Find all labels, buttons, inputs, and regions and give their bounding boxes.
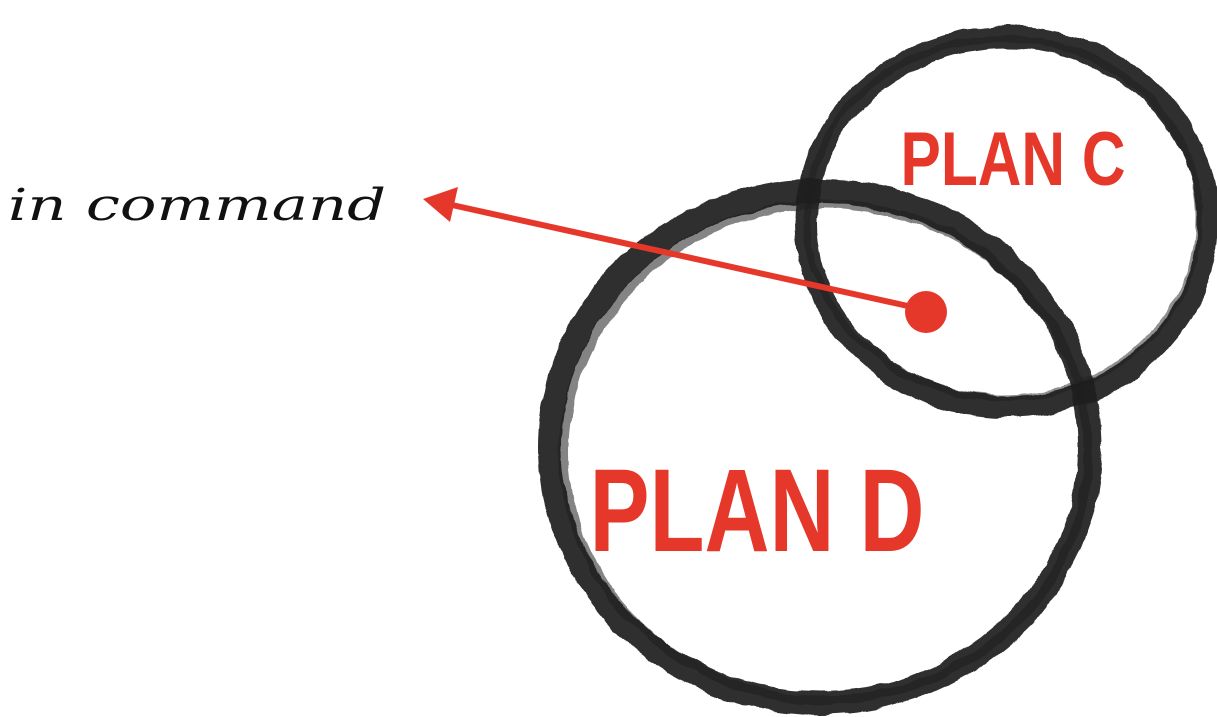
in-command-label: in command: [8, 180, 386, 231]
plan-c-label: PLAN C: [901, 117, 1126, 202]
command-pointer: [423, 187, 947, 333]
pointer-line: [449, 202, 929, 313]
plan-d-label: PLAN D: [590, 445, 925, 577]
overlap-dot: [905, 291, 947, 333]
arrowhead-icon: [423, 187, 458, 222]
plan-c-circle: [795, 26, 1217, 418]
